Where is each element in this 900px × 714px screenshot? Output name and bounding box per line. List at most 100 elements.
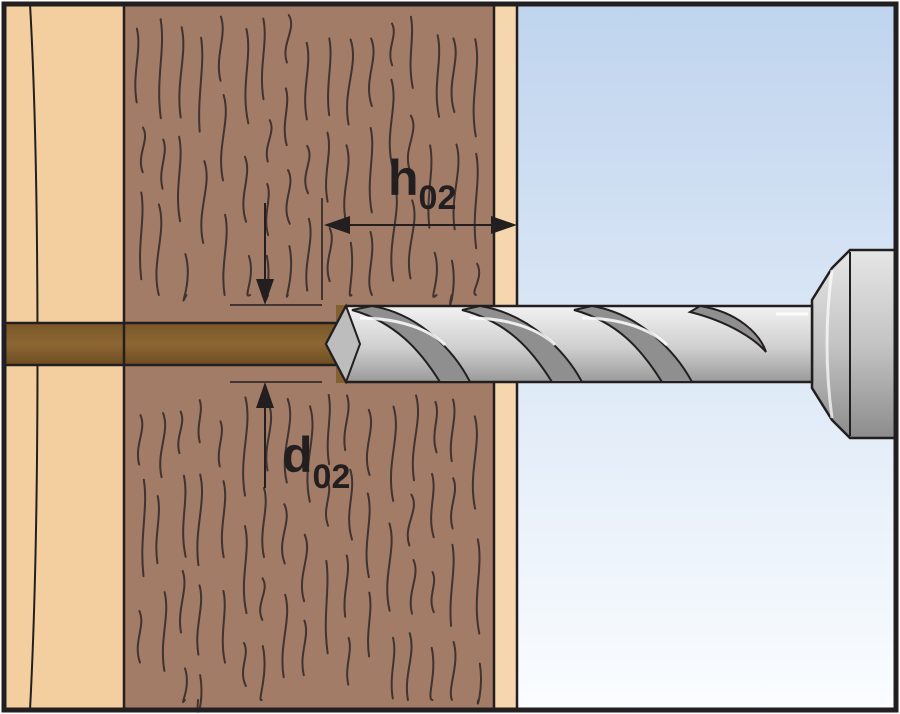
masonry-grain-stroke xyxy=(427,144,433,229)
masonry-grain-stroke xyxy=(155,495,160,565)
masonry-grain-stroke xyxy=(343,144,350,224)
masonry-grain-stroke xyxy=(161,591,168,672)
masonry-grain-stroke xyxy=(281,593,289,679)
drill-chuck xyxy=(810,248,898,440)
masonry-grain-stroke xyxy=(348,241,354,297)
masonry-grain-stroke xyxy=(304,144,311,195)
masonry-grain-stroke xyxy=(265,119,273,163)
masonry-grain-stroke xyxy=(197,399,202,444)
masonry-grain-stroke xyxy=(196,584,203,656)
masonry-grain-stroke xyxy=(155,203,163,296)
masonry-grain-stroke xyxy=(261,486,267,558)
wall-outlines xyxy=(4,4,519,710)
masonry-grain-stroke xyxy=(179,570,186,634)
masonry-grain-stroke xyxy=(136,610,143,664)
masonry-grain-stroke xyxy=(473,152,479,250)
masonry-grain-stroke xyxy=(196,473,204,567)
diameter-dimension xyxy=(230,203,322,488)
masonry-grain-stroke xyxy=(182,474,187,558)
masonry-grain-stroke xyxy=(449,641,457,701)
masonry-grain-stroke xyxy=(449,543,455,627)
masonry-grain-stroke xyxy=(325,131,330,203)
masonry-grain-stroke xyxy=(368,37,375,108)
masonry-grain-stroke xyxy=(285,245,293,298)
masonry-grain-stroke xyxy=(244,28,250,125)
masonry-grain-stroke xyxy=(389,405,397,502)
masonry-grain-stroke xyxy=(450,37,457,114)
depth-arrow-left xyxy=(324,216,350,234)
masonry-grain-stroke xyxy=(217,420,223,468)
masonry-grain-stroke xyxy=(365,492,371,579)
masonry-grain-stroke xyxy=(433,400,438,454)
masonry-grain-stroke xyxy=(265,404,273,472)
depth-label: h02 xyxy=(388,150,456,217)
masonry-grain-stroke xyxy=(432,251,438,298)
masonry-grain-stroke xyxy=(177,135,182,223)
masonry-grain-stroke xyxy=(259,645,266,702)
masonry-grain-stroke xyxy=(430,571,436,614)
masonry-grain-stroke xyxy=(300,533,309,603)
masonry-grain-stroke xyxy=(367,591,372,658)
drill-bit xyxy=(324,303,814,385)
masonry-grain-stroke xyxy=(284,14,293,64)
masonry-grain-stroke xyxy=(305,217,312,292)
masonry-grain-stroke xyxy=(241,642,247,688)
masonry-grain-stroke xyxy=(285,169,292,225)
masonry-grain-stroke xyxy=(139,191,144,281)
masonry-grain-stroke xyxy=(160,138,166,190)
masonry-grain-stroke xyxy=(476,662,482,705)
diameter-arrow-top xyxy=(256,279,274,305)
masonry-grain-stroke xyxy=(259,577,266,621)
masonry-grain-stroke xyxy=(409,559,417,615)
masonry-grain-stroke xyxy=(141,478,147,578)
masonry-grain-stroke xyxy=(178,26,185,119)
depth-arrow-right xyxy=(491,216,517,234)
masonry-grain-stroke xyxy=(220,94,227,182)
masonry-grain-stroke xyxy=(159,412,167,479)
masonry-grain-stroke xyxy=(177,410,184,455)
masonry-grain-stroke xyxy=(246,254,252,297)
masonry-texture xyxy=(134,14,482,713)
masonry-grain-stroke xyxy=(368,231,374,296)
masonry-grain-stroke xyxy=(473,262,481,296)
masonry-grain-stroke xyxy=(326,394,331,466)
masonry-grain-stroke xyxy=(260,17,266,101)
masonry-grain-stroke xyxy=(411,394,420,482)
masonry-grain-stroke xyxy=(406,114,415,172)
masonry-grain-stroke xyxy=(265,183,270,237)
masonry-grain-stroke xyxy=(242,155,249,223)
masonry-grain-stroke xyxy=(448,259,455,306)
masonry-grain-stroke xyxy=(301,619,308,677)
masonry-grain-stroke xyxy=(452,143,460,231)
masonry-grain-stroke xyxy=(346,636,351,686)
masonry-grain-stroke xyxy=(139,126,146,174)
masonry-grain-stroke xyxy=(137,414,144,466)
masonry-grain-stroke xyxy=(388,78,395,168)
masonry-grain-stroke xyxy=(435,34,441,118)
diameter-label: d02 xyxy=(282,427,350,496)
diameter-arrow-bottom xyxy=(256,382,274,408)
masonry-grain-stroke xyxy=(283,398,292,484)
masonry-grain-stroke xyxy=(368,127,374,214)
masonry-grain-stroke xyxy=(409,15,414,89)
masonry-grain-stroke xyxy=(390,181,398,282)
masonry-grain-stroke xyxy=(471,415,478,510)
masonry-grain-stroke xyxy=(472,38,479,138)
masonry-grain-stroke xyxy=(407,199,416,280)
masonry-grain-stroke xyxy=(181,667,188,704)
masonry-grain-stroke xyxy=(430,472,435,539)
masonry-grain-stroke xyxy=(406,493,415,547)
masonry-grain-stroke xyxy=(182,253,189,302)
masonry-grain-stroke xyxy=(200,160,208,244)
masonry-grain-stroke xyxy=(475,538,481,635)
masonry-grain-stroke xyxy=(450,477,456,530)
masonry-grain-stroke xyxy=(283,87,289,147)
masonry-grain-stroke xyxy=(343,554,350,618)
masonry-grain-stroke xyxy=(324,479,331,527)
masonry-grain-stroke xyxy=(134,27,140,104)
masonry-grain-stroke xyxy=(324,559,329,655)
masonry-grain-stroke xyxy=(222,213,228,296)
masonry-grain-stroke xyxy=(390,636,396,700)
